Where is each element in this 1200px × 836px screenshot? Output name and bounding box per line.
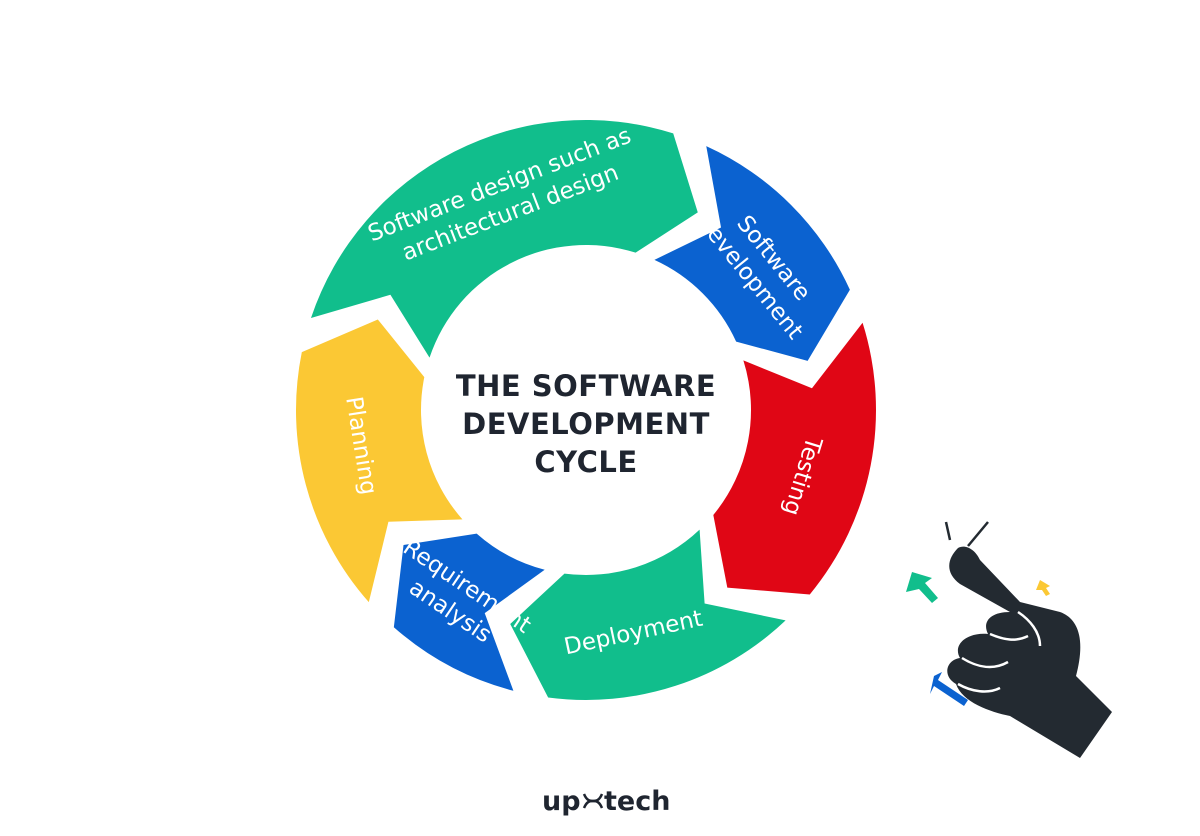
center-title-line-2: DEVELOPMENT: [462, 407, 710, 441]
finger-line-1: [989, 632, 1029, 641]
green-arrow-icon: [906, 572, 938, 603]
blue-arrow-icon: [930, 672, 968, 706]
tap-line-2: [967, 521, 989, 547]
yellow-arrow-icon: [1036, 580, 1050, 596]
hand-silhouette: [947, 546, 1112, 758]
brand-right: tech: [604, 786, 670, 817]
segment-testing: [713, 322, 876, 595]
tap-line-1: [944, 521, 952, 541]
center-title: THE SOFTWARE DEVELOPMENT CYCLE: [456, 369, 716, 479]
segment-development: [654, 146, 850, 361]
segment-planning: [296, 319, 463, 603]
finger-line-3: [957, 682, 1001, 693]
center-title-line-1: THE SOFTWARE: [456, 369, 716, 403]
segment-requirement: [393, 533, 545, 691]
brand-left: up: [542, 786, 581, 817]
brand-logo: up tech: [542, 786, 670, 817]
thumb-line: [1017, 610, 1042, 647]
dna-helix-icon: [582, 793, 604, 809]
segment-design: [310, 119, 698, 358]
segment-deployment: [510, 529, 786, 700]
center-title-line-3: CYCLE: [534, 445, 637, 479]
pointing-hand-icon: [944, 521, 1112, 758]
finger-line-2: [961, 656, 1009, 669]
